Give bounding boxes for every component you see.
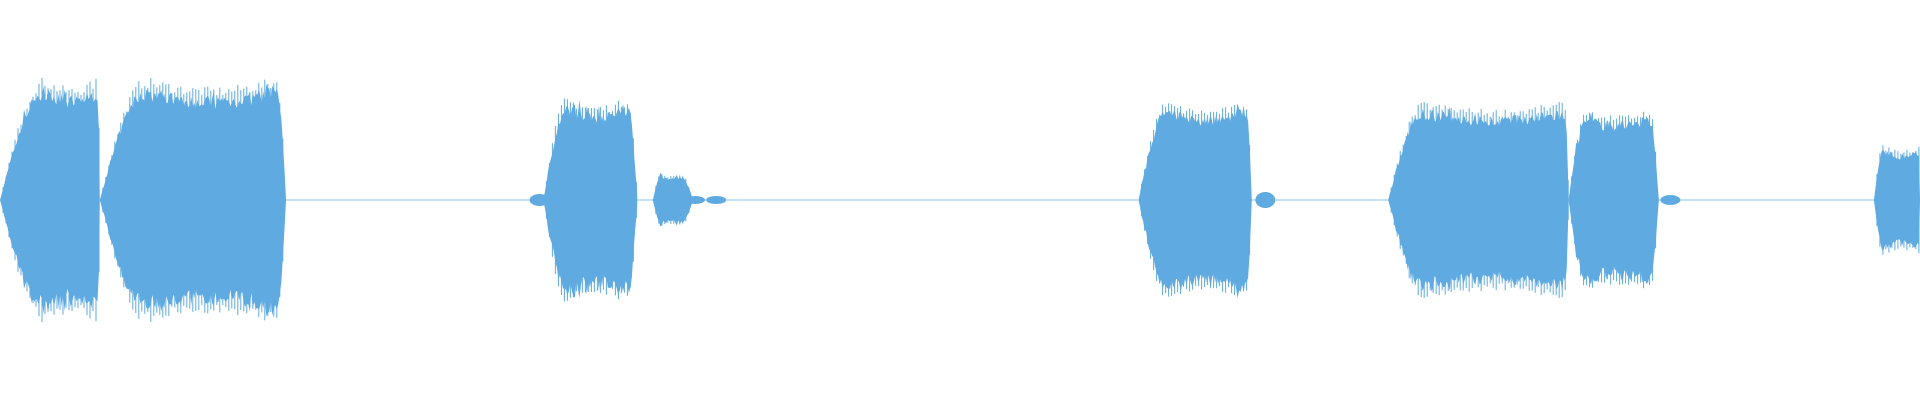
waveform-blip-5 <box>1660 195 1681 205</box>
waveform-blip-2 <box>685 196 705 204</box>
waveform-blip-4 <box>1255 192 1276 208</box>
waveform-segment-2 <box>543 99 638 299</box>
waveform-layer <box>0 78 1920 322</box>
waveform-blip-3 <box>706 196 727 204</box>
waveform-blip-1 <box>529 194 550 206</box>
